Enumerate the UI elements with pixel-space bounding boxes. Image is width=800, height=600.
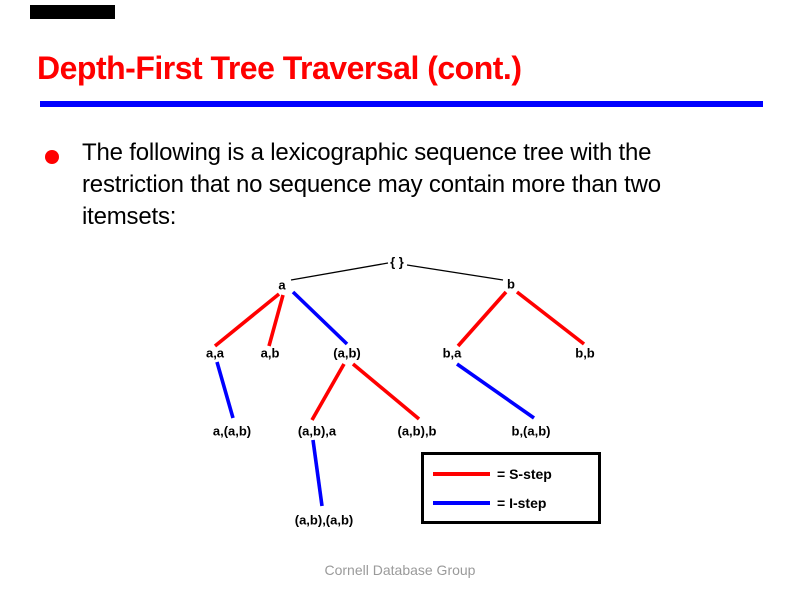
tree-node-ab: (a,b)	[333, 345, 361, 361]
tree-edge-s-ab-to-ab-b	[351, 362, 421, 421]
tree-edge-plain-a-to-root	[290, 262, 389, 281]
legend-i-step-line-swatch	[433, 500, 490, 505]
legend-box: = S-step = I-step	[421, 452, 601, 524]
tree-node-a-a: a,a	[205, 345, 225, 361]
tree-node-ab-b: (a,b),b	[397, 423, 437, 439]
slide-corner-marker	[30, 5, 115, 19]
bullet-text-line: itemsets:	[82, 203, 177, 230]
tree-edge-i-ab-a-to-ab-ab	[311, 439, 324, 507]
tree-edge-s-ab-to-ab-a	[310, 363, 346, 421]
tree-node-b-ab: b,(a,b)	[511, 423, 551, 439]
footer-text: Cornell Database Group	[324, 562, 476, 578]
tree-edge-i-a-to-ab	[291, 290, 349, 346]
bullet-text-line: The following is a lexicographic sequenc…	[82, 139, 652, 166]
tree-node-a: a	[278, 277, 286, 293]
legend-row-i-step: = I-step	[433, 495, 598, 511]
tree-node-root: { }	[390, 254, 404, 270]
tree-edge-i-a-a-to-a-ab	[215, 361, 235, 419]
bullet-text: The following is a lexicographic sequenc…	[82, 137, 661, 233]
bullet-icon	[45, 150, 59, 164]
tree-edge-s-a-to-a-a	[213, 292, 281, 348]
title-underline	[40, 101, 763, 107]
tree-node-ab-ab: (a,b),(a,b)	[294, 512, 354, 528]
tree-edge-s-b-to-b-b	[515, 290, 586, 346]
tree-node-b: b	[507, 276, 515, 292]
tree-edge-s-b-to-b-a	[456, 290, 508, 348]
tree-edge-i-b-a-to-b-ab	[455, 362, 536, 420]
tree-node-b-b: b,b	[575, 345, 595, 361]
tree-edge-plain-root-to-b	[406, 264, 504, 281]
tree-node-ab-a: (a,b),a	[297, 423, 337, 439]
tree-node-a-ab: a,(a,b)	[212, 423, 252, 439]
page-title: Depth-First Tree Traversal (cont.)	[37, 50, 522, 86]
legend-s-step-line-swatch	[433, 471, 490, 476]
legend-s-step-label: = S-step	[497, 465, 552, 482]
tree-node-a-b: a,b	[260, 345, 280, 361]
legend-row-s-step: = S-step	[433, 466, 598, 482]
legend-i-step-label: = I-step	[497, 494, 547, 511]
tree-edge-s-a-to-a-b	[267, 294, 285, 347]
bullet-text-line: restriction that no sequence may contain…	[82, 171, 661, 198]
tree-node-b-a: b,a	[442, 345, 462, 361]
